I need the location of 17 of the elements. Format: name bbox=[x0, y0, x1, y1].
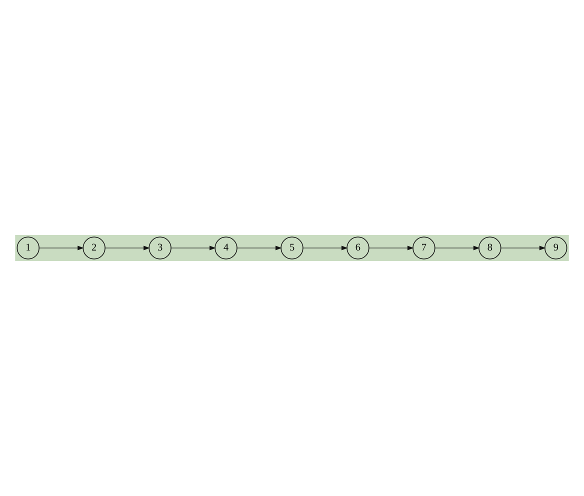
node-circle: 9 bbox=[544, 236, 568, 260]
arrow bbox=[434, 246, 480, 250]
arrow bbox=[236, 246, 282, 250]
arrow bbox=[38, 246, 84, 250]
node-circle: 6 bbox=[346, 236, 370, 260]
node-circle: 7 bbox=[412, 236, 436, 260]
arrow bbox=[170, 246, 216, 250]
node-circle: 2 bbox=[82, 236, 106, 260]
node-circle: 8 bbox=[478, 236, 502, 260]
arrow bbox=[302, 246, 348, 250]
arrow bbox=[500, 246, 546, 250]
node-circle: 3 bbox=[148, 236, 172, 260]
arrow bbox=[104, 246, 150, 250]
node-circle: 4 bbox=[214, 236, 238, 260]
arrow bbox=[368, 246, 414, 250]
node-circle: 5 bbox=[280, 236, 304, 260]
node-circle: 1 bbox=[16, 236, 40, 260]
